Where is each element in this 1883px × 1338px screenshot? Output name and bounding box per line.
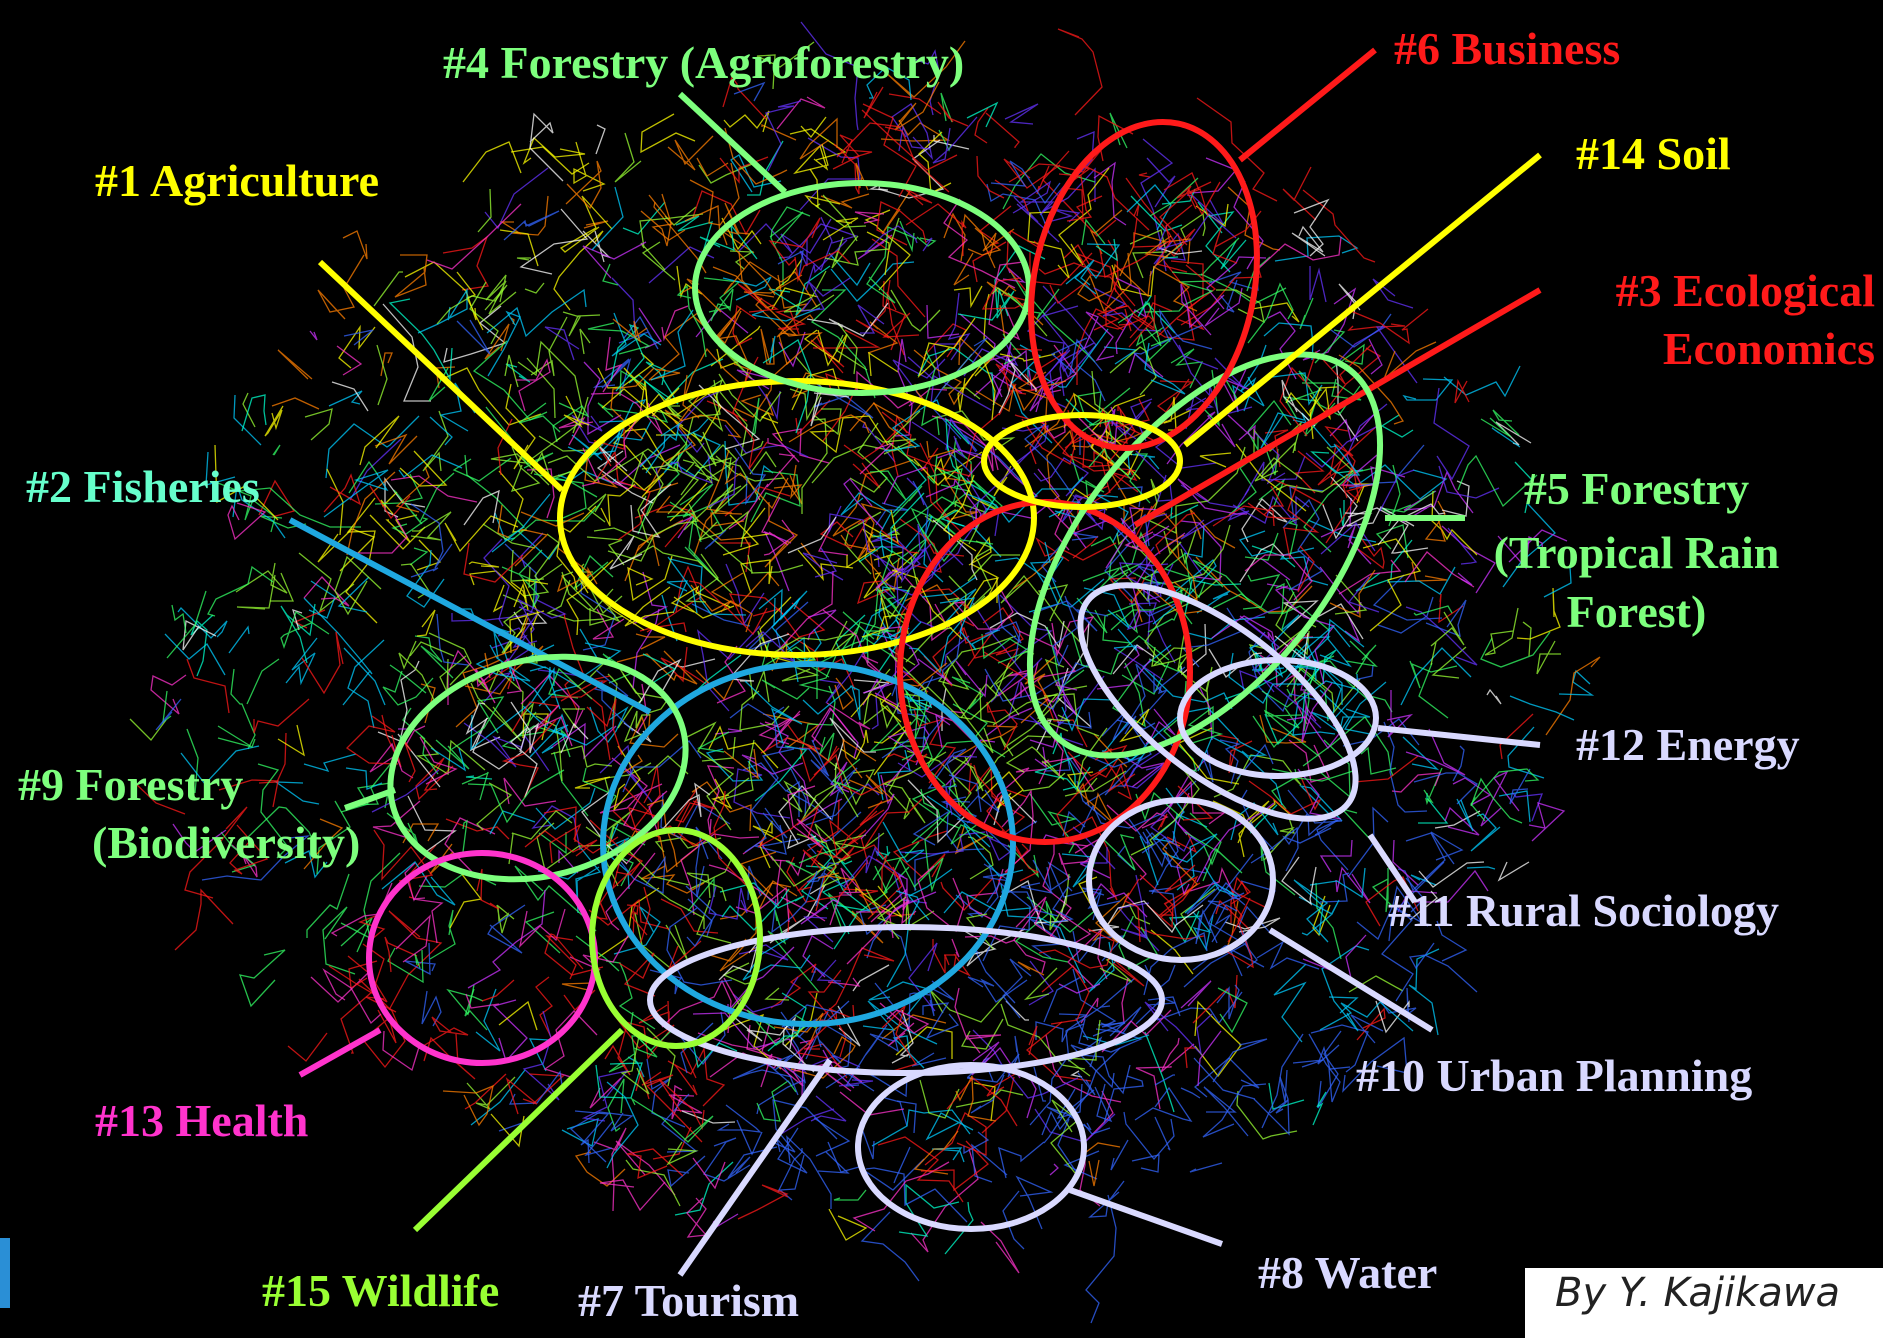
leader-c1 bbox=[317, 259, 565, 493]
ring-c15 bbox=[589, 827, 763, 1049]
label-soil: #14 Soil bbox=[1576, 128, 1731, 179]
ring-c10 bbox=[1086, 797, 1276, 963]
label-tourism: #7 Tourism bbox=[578, 1275, 800, 1326]
label-forestry-biodiversity: #9 Forestry (Biodiversity) bbox=[18, 759, 361, 868]
ring-c4 bbox=[692, 180, 1032, 396]
leader-c2 bbox=[288, 517, 652, 715]
label-urban-planning: #10 Urban Planning bbox=[1356, 1050, 1753, 1101]
label-wildlife: #15 Wildlife bbox=[262, 1265, 500, 1316]
ring-c9 bbox=[387, 653, 689, 883]
leader-c3 bbox=[1133, 287, 1542, 528]
ring-c8 bbox=[855, 1062, 1087, 1232]
leader-c9 bbox=[343, 787, 397, 811]
leader-c8 bbox=[1068, 1187, 1224, 1247]
leader-c11 bbox=[1367, 833, 1418, 904]
ring-c1 bbox=[557, 378, 1037, 658]
leader-c13 bbox=[298, 1027, 382, 1078]
label-forestry-tropical: #5 Forestry (Tropical Rain Forest) bbox=[1493, 463, 1780, 637]
leader-c6 bbox=[1238, 47, 1377, 163]
ring-c2 bbox=[600, 661, 1016, 1027]
label-forestry-agroforestry: #4 Forestry (Agroforestry) bbox=[443, 37, 965, 88]
label-fisheries: #2 Fisheries bbox=[26, 461, 260, 512]
leader-c4 bbox=[677, 91, 788, 195]
leader-c7 bbox=[677, 1058, 833, 1277]
ring-c14 bbox=[981, 412, 1183, 510]
label-agriculture: #1 Agriculture bbox=[95, 155, 380, 206]
label-ecological-economics: #3 Ecological Economics bbox=[1615, 265, 1875, 374]
slide-edge-accent bbox=[0, 1238, 10, 1308]
label-energy: #12 Energy bbox=[1576, 719, 1800, 770]
label-rural-sociology: #11 Rural Sociology bbox=[1388, 885, 1780, 936]
leader-c15 bbox=[412, 1027, 625, 1233]
ring-c11 bbox=[1077, 582, 1359, 822]
cluster-rings bbox=[288, 47, 1542, 1277]
leader-c14 bbox=[1183, 152, 1542, 448]
ring-c5 bbox=[1026, 351, 1384, 759]
label-business: #6 Business bbox=[1394, 23, 1621, 74]
label-water: #8 Water bbox=[1258, 1247, 1438, 1298]
leader-c12 bbox=[1377, 725, 1541, 748]
author-caption: By Y. Kajikawa bbox=[1555, 1270, 1840, 1316]
leader-c10 bbox=[1268, 927, 1434, 1033]
ring-c12 bbox=[1177, 657, 1379, 779]
network-edges bbox=[129, 21, 1601, 1324]
label-health: #13 Health bbox=[95, 1095, 309, 1146]
ring-c6 bbox=[1028, 118, 1260, 452]
ring-c7 bbox=[647, 924, 1165, 1076]
